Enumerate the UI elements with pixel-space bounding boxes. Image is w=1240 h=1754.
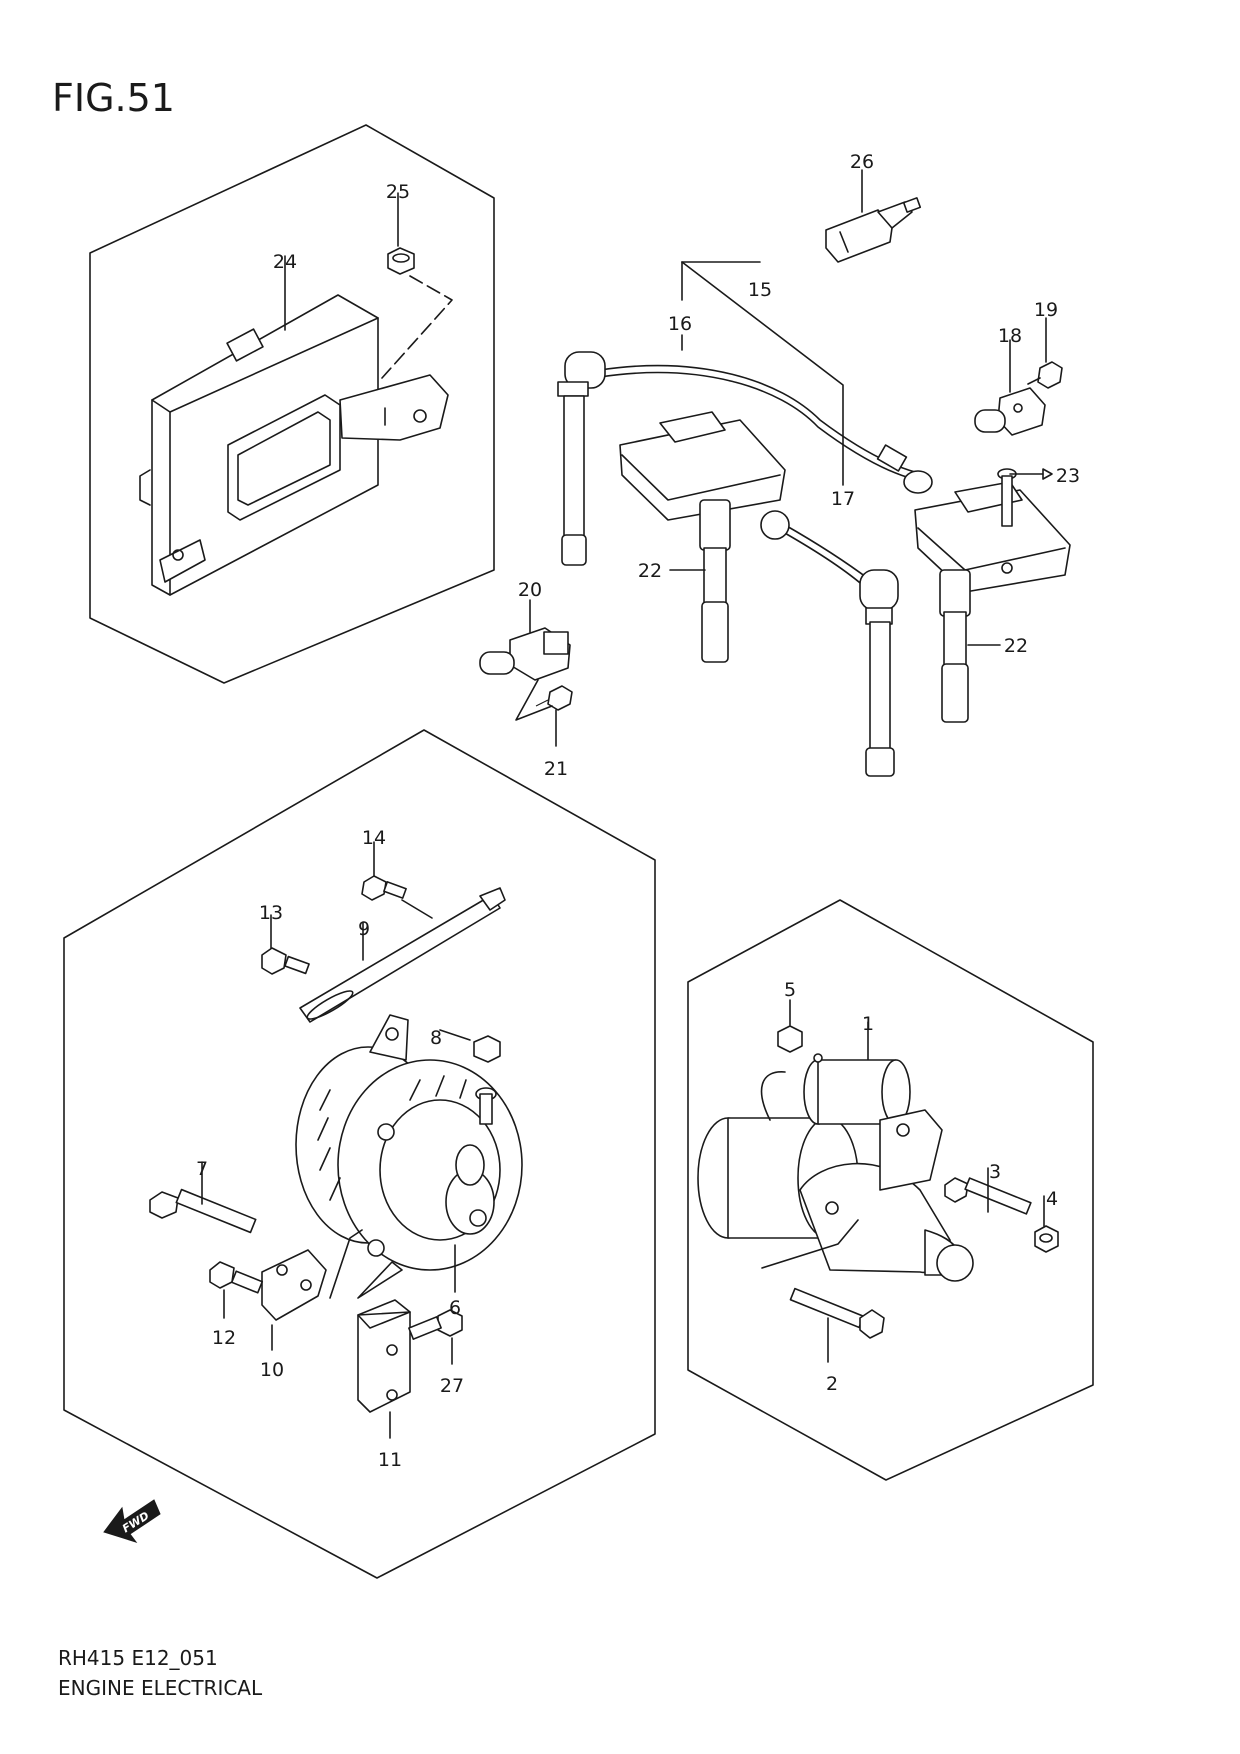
bracket-10 bbox=[261, 1249, 327, 1321]
alternator-6 bbox=[295, 1014, 523, 1271]
bolt-13 bbox=[261, 947, 310, 975]
callout-10: 10 bbox=[260, 1359, 284, 1381]
bolt-21 bbox=[535, 685, 573, 711]
callout-12: 12 bbox=[212, 1327, 236, 1349]
callout-labels: 1234567891011121314151617181920212223242… bbox=[196, 151, 1080, 1471]
nut-8 bbox=[473, 1035, 501, 1063]
callout-9: 9 bbox=[358, 918, 370, 940]
ignition-cable-16 bbox=[557, 351, 933, 566]
switch-26 bbox=[825, 197, 922, 263]
nut-25 bbox=[387, 247, 415, 275]
ecm-unit bbox=[139, 294, 449, 596]
callout-14: 14 bbox=[362, 827, 386, 849]
nut-5 bbox=[777, 1025, 803, 1053]
callout-19: 19 bbox=[1034, 299, 1058, 321]
bolt-7 bbox=[149, 1188, 257, 1234]
nut-4 bbox=[1034, 1225, 1059, 1253]
bracket-9 bbox=[299, 887, 506, 1023]
sensor-20 bbox=[479, 627, 571, 681]
ignition-coil-22-left bbox=[619, 411, 786, 663]
bolt-14 bbox=[361, 875, 407, 901]
callout-8: 8 bbox=[430, 1027, 442, 1049]
sensor-18 bbox=[974, 387, 1046, 436]
bolt-12 bbox=[209, 1261, 264, 1294]
callout-13: 13 bbox=[259, 902, 283, 924]
figure-code: RH415 E12_051 bbox=[58, 1646, 218, 1670]
callout-18: 18 bbox=[998, 325, 1022, 347]
callout-24: 24 bbox=[273, 251, 297, 273]
callout-22: 22 bbox=[638, 560, 662, 582]
callout-5: 5 bbox=[784, 979, 796, 1001]
ignition-coil-22-right bbox=[914, 481, 1071, 723]
figure-name: ENGINE ELECTRICAL bbox=[58, 1676, 263, 1700]
callout-7: 7 bbox=[196, 1158, 208, 1180]
callout-3: 3 bbox=[989, 1161, 1001, 1183]
ignition-cable-17 bbox=[760, 510, 899, 777]
callout-15: 15 bbox=[748, 279, 772, 301]
callout-11: 11 bbox=[378, 1449, 402, 1471]
bracket-11 bbox=[357, 1299, 411, 1413]
figure-title: FIG.51 bbox=[52, 76, 175, 120]
callout-23: 23 bbox=[1056, 465, 1080, 487]
callout-4: 4 bbox=[1046, 1188, 1058, 1210]
starter-motor-1 bbox=[697, 1053, 974, 1282]
callout-20: 20 bbox=[518, 579, 542, 601]
bolt-19 bbox=[1027, 361, 1063, 389]
bolt-27 bbox=[408, 1309, 463, 1340]
callout-16: 16 bbox=[668, 313, 692, 335]
callout-6: 6 bbox=[449, 1297, 461, 1319]
callout-25: 25 bbox=[386, 181, 410, 203]
bolt-3 bbox=[944, 1177, 1032, 1215]
alternator-group-box bbox=[63, 729, 656, 1579]
callout-2: 2 bbox=[826, 1373, 838, 1395]
callout-1: 1 bbox=[862, 1013, 874, 1035]
callout-22-second: 22 bbox=[1004, 635, 1028, 657]
bolt-2 bbox=[789, 1287, 885, 1339]
callout-27: 27 bbox=[440, 1375, 464, 1397]
callout-26: 26 bbox=[850, 151, 874, 173]
callout-21: 21 bbox=[544, 758, 568, 780]
starter-group-box bbox=[687, 899, 1094, 1481]
callout-17: 17 bbox=[831, 488, 855, 510]
ecm-group-box bbox=[89, 124, 495, 684]
fwd-arrow-icon: FWD bbox=[103, 1499, 161, 1543]
